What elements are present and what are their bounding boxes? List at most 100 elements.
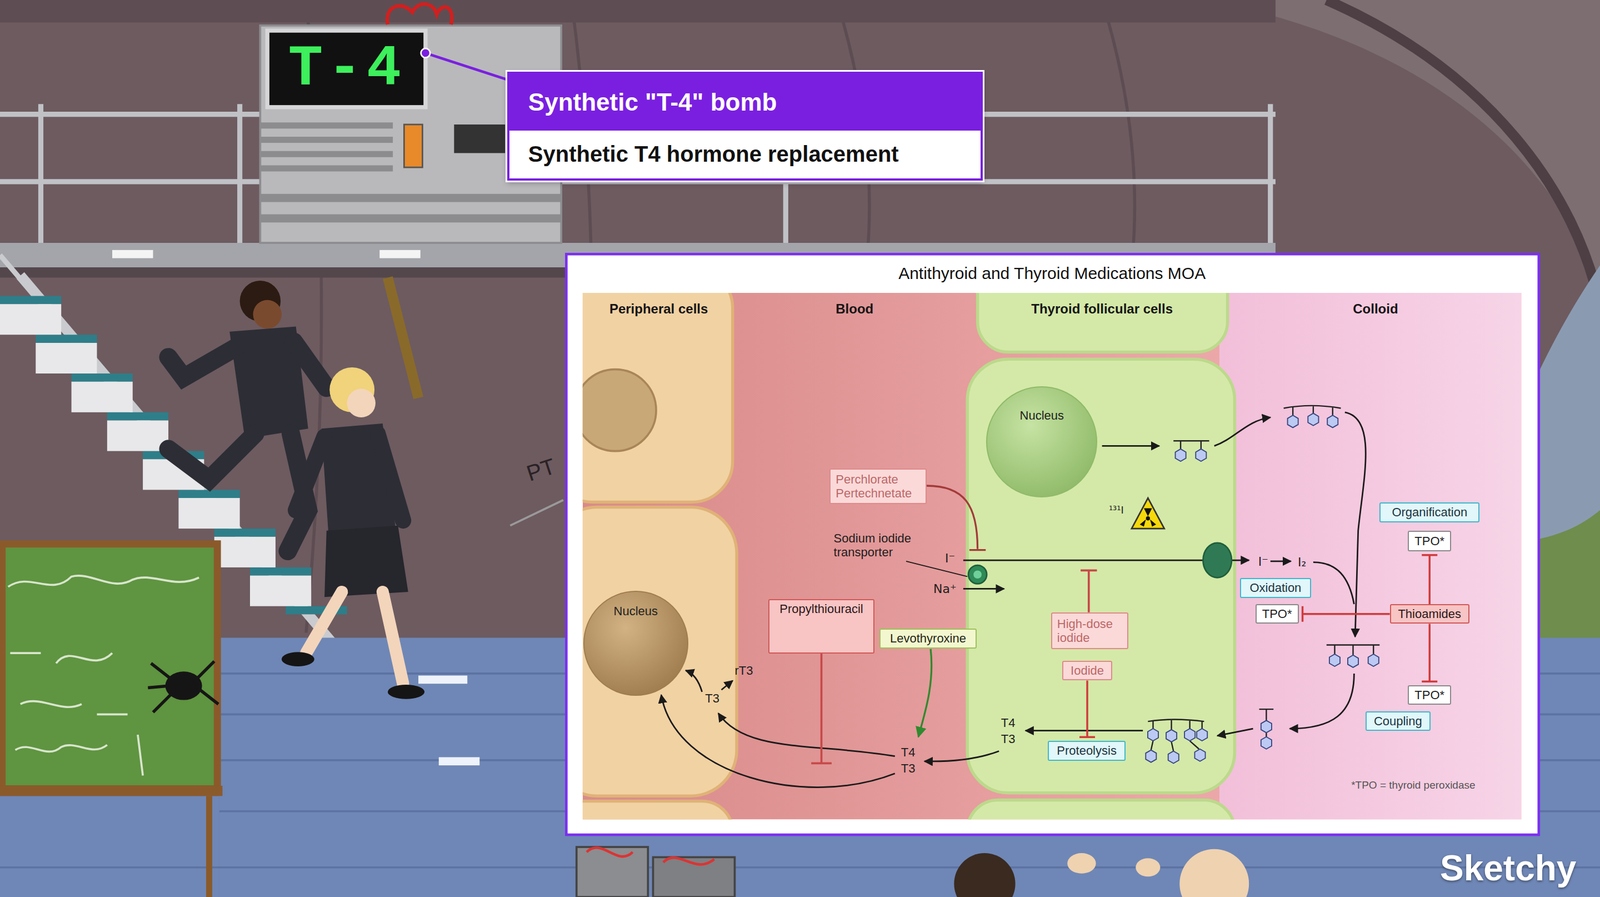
box-label: Perchlorate Pertechnetate — [835, 472, 920, 501]
enzyme-box: TPO* — [1407, 685, 1452, 705]
illustration-part — [1194, 748, 1205, 762]
illustration-part — [926, 485, 987, 550]
illustration-part — [8, 575, 199, 776]
box-label: Organification — [1391, 505, 1468, 519]
illustration-part — [718, 712, 895, 756]
illustration-part — [206, 795, 213, 897]
illustration-part — [967, 800, 1235, 820]
illustration-part — [1184, 728, 1195, 741]
display-readout: T-4 — [288, 36, 406, 103]
illustration-part — [811, 652, 832, 763]
process-box: Proteolysis — [1047, 740, 1126, 760]
nucleus-circle: Nucleus — [985, 385, 1098, 498]
process-box: Coupling — [1365, 711, 1432, 731]
illustration-part — [1140, 507, 1157, 527]
illustration-part — [1145, 750, 1157, 763]
illustration-part — [2, 543, 218, 789]
illustration-part — [510, 500, 564, 526]
illustration-part — [924, 750, 999, 762]
illustration-part — [107, 412, 169, 421]
footnote: *TPO = thyroid peroxidase — [1351, 778, 1475, 792]
illustration-part — [253, 300, 282, 329]
drug-box: Propylthiouracil — [768, 598, 875, 653]
illustration-part — [1307, 413, 1319, 426]
illustration-part — [237, 103, 243, 243]
illustration-part — [0, 795, 220, 897]
illustration-part — [387, 684, 425, 699]
illustration-part — [346, 388, 375, 418]
illustration-part — [403, 124, 423, 168]
region-band: BloodPerchlorate PertechnetatePropylthio… — [734, 292, 975, 820]
illustration-part — [1214, 417, 1271, 446]
region-label: Colloid — [1229, 301, 1522, 317]
illustration-part — [1217, 728, 1253, 736]
illustration-part — [107, 420, 169, 452]
transporter-label: Sodium iodide transporter — [833, 531, 937, 560]
drug-box: Levothyroxine — [879, 628, 977, 648]
inhibition-connector — [1421, 555, 1438, 604]
illustration-part — [387, 3, 452, 25]
illustration-part — [379, 250, 420, 259]
illustration-part — [721, 680, 733, 690]
illustration-part — [1147, 728, 1159, 741]
illustration-part — [20, 701, 128, 715]
illustration-part — [967, 358, 1235, 793]
illustration-part — [1179, 848, 1249, 897]
region-band: ColloidOrganificationTPO*OxidationTPO*Th… — [1229, 292, 1522, 820]
callout-body: Synthetic T4 hormone replacement — [509, 130, 981, 179]
hormone-label: T3 — [1001, 731, 1016, 746]
region-band: Peripheral cellsNucleus — [582, 292, 735, 820]
box-label: Oxidation — [1249, 580, 1302, 595]
illustration-part — [421, 48, 431, 58]
illustration-part — [1080, 570, 1097, 612]
box-label: TPO* — [1262, 606, 1293, 621]
box-label: Levothyroxine — [890, 631, 967, 645]
illustration-part — [35, 334, 97, 343]
watermark: Sketchy — [1440, 847, 1577, 889]
illustration-part — [973, 570, 982, 579]
enzyme-box: TPO* — [1407, 530, 1452, 552]
illustration-part — [1203, 542, 1232, 578]
illustration-part — [438, 756, 480, 765]
illustration-part — [1102, 0, 1135, 255]
drug-box: Thioamides — [1390, 603, 1470, 624]
region-label: Thyroid follicular cells — [974, 301, 1230, 317]
illustration-part — [1345, 412, 1366, 637]
illustration-part — [260, 136, 393, 143]
drug-box: Iodide — [1062, 660, 1113, 680]
drug-box: Perchlorate Pertechnetate — [829, 468, 927, 504]
illustration-part — [586, 847, 715, 864]
illustration-part — [250, 575, 312, 607]
illustration-part — [1102, 445, 1160, 447]
wall-scribble: PT — [523, 452, 559, 487]
illustration-part — [38, 103, 44, 243]
illustration-part — [918, 648, 932, 737]
illustration-part — [324, 525, 409, 598]
illustration-part — [661, 694, 895, 787]
illustration-part — [8, 575, 199, 587]
ion-label: Na⁺ — [933, 581, 957, 596]
illustration-part — [1313, 562, 1354, 604]
inhibition-connector — [1079, 680, 1095, 737]
illustration-part — [1067, 852, 1096, 874]
region-label: Blood — [734, 301, 975, 317]
nucleus-label: Nucleus — [582, 603, 689, 619]
box-label: TPO* — [1414, 687, 1445, 702]
illustration-part — [0, 303, 62, 335]
illustration-part — [147, 661, 219, 713]
illustration-part — [112, 250, 153, 259]
hormone-label: T3 — [705, 691, 720, 705]
box-label: High-dose iodide — [1057, 616, 1123, 645]
illustration-part — [1347, 655, 1359, 668]
illustration-part — [1368, 653, 1379, 667]
illustration-part — [1261, 720, 1272, 733]
illustration-part — [1147, 719, 1204, 752]
inhibition-connector — [1421, 623, 1438, 682]
illustration-part — [1290, 673, 1355, 729]
enzyme-box: TPO* — [1255, 603, 1299, 624]
illustration-part — [963, 587, 1004, 590]
illustration-part — [453, 124, 505, 153]
illustration-part — [178, 497, 240, 529]
illustration-part — [425, 52, 508, 80]
